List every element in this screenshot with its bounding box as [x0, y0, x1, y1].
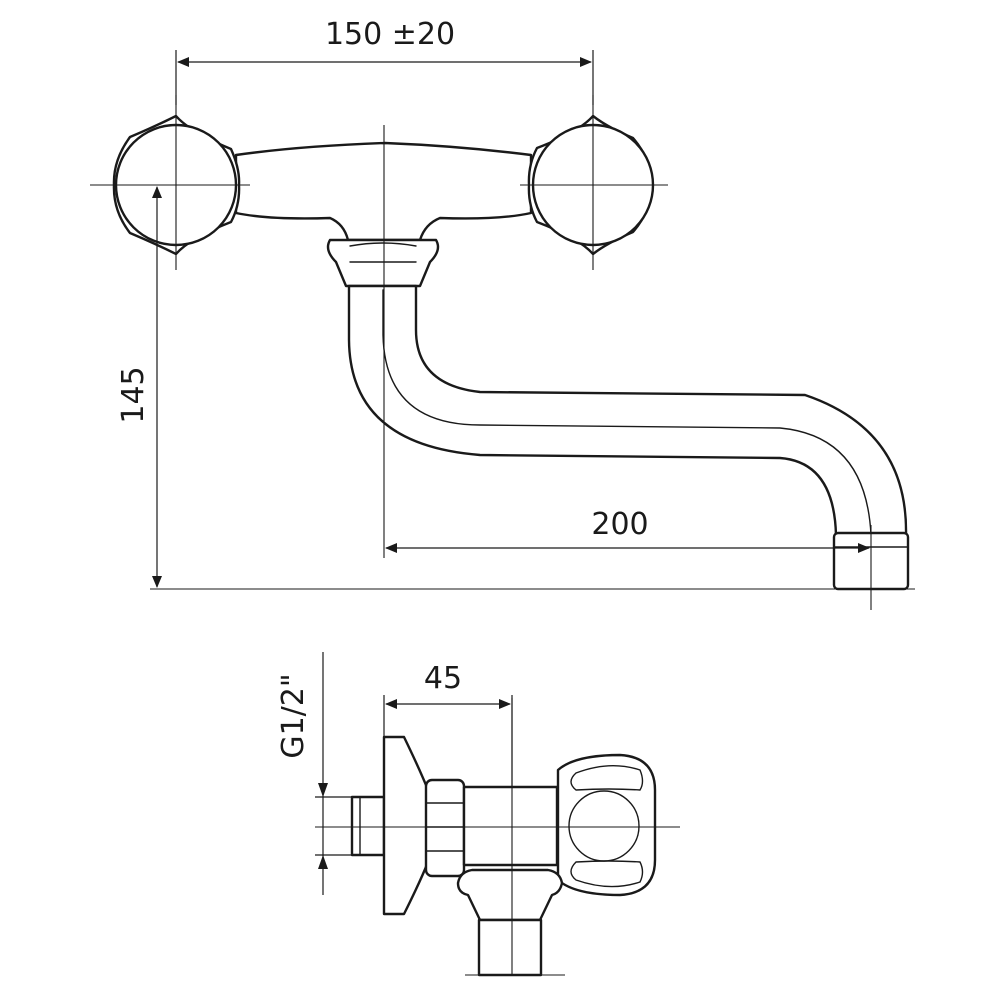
- spout-inner-edge: [382, 289, 872, 536]
- reach-dimension-label: 200: [591, 507, 648, 542]
- front-view: 150 ±20 145 200: [90, 17, 915, 610]
- spout-tube: [347, 284, 908, 537]
- threaded-connector: [350, 795, 386, 857]
- wall-flange: [382, 735, 430, 916]
- swivel-nut-detail: [349, 242, 417, 263]
- thread-arrow-bottom: [318, 855, 328, 869]
- thread-dimension-label: G1/2": [276, 673, 311, 758]
- hex-nut: [424, 778, 466, 878]
- swivel-nut: [326, 238, 440, 288]
- thread-arrow-top: [318, 783, 328, 797]
- side-view: 45 G1/2": [276, 652, 680, 977]
- side-handle-bottom-slot: [570, 860, 644, 888]
- side-swivel-nut: [456, 868, 564, 922]
- side-valve-body: [462, 785, 559, 867]
- height-dimension-label: 145: [116, 366, 151, 423]
- side-handle-top-slot: [570, 764, 644, 791]
- side-spout-stub: [477, 918, 543, 977]
- width-dimension-label: 150 ±20: [325, 17, 455, 52]
- depth-dimension-label: 45: [424, 661, 462, 696]
